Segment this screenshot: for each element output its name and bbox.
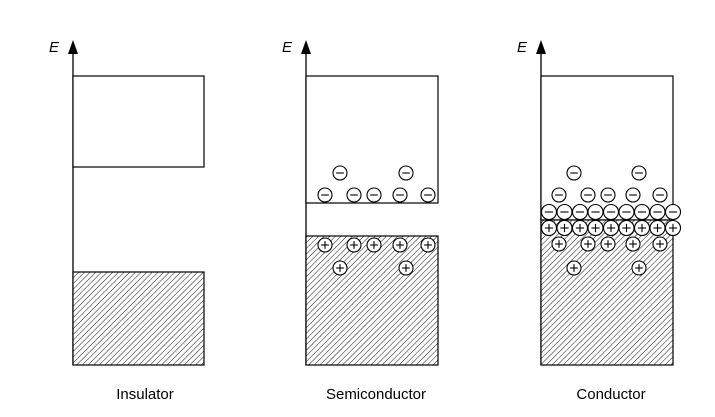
electron-icon xyxy=(346,187,362,203)
hole-icon xyxy=(551,236,567,252)
hole-icon xyxy=(540,219,558,237)
electron-icon xyxy=(625,187,641,203)
electron-icon xyxy=(631,165,647,181)
valence-band xyxy=(72,271,205,366)
electron-icon xyxy=(580,187,596,203)
axis-arrow-icon xyxy=(68,40,78,54)
electron-icon xyxy=(398,165,414,181)
electron-icon xyxy=(317,187,333,203)
valence-band xyxy=(305,235,439,366)
panel-conductor: E Conductor xyxy=(517,39,682,403)
energy-axis-label: E xyxy=(517,39,528,56)
hole-icon xyxy=(664,219,682,237)
panel-semiconductor: E Semiconductor xyxy=(282,39,439,403)
energy-axis-label: E xyxy=(49,39,60,56)
hole-icon xyxy=(346,237,362,253)
electron-icon xyxy=(420,187,436,203)
conduction-band xyxy=(305,75,439,204)
hole-icon xyxy=(332,260,348,276)
electron-icon xyxy=(556,203,573,221)
hole-icon xyxy=(600,236,616,252)
hole-icon xyxy=(580,236,596,252)
hole-icon xyxy=(625,236,641,252)
hole-icon xyxy=(602,219,620,237)
electron-icon xyxy=(392,187,408,203)
hole-icon xyxy=(618,219,635,237)
hole-icon xyxy=(398,260,414,276)
axis-arrow-icon xyxy=(536,40,546,54)
hole-icon xyxy=(633,219,651,237)
electron-icon xyxy=(633,203,651,221)
hole-icon xyxy=(587,219,604,237)
electron-icon xyxy=(600,187,616,203)
hole-icon xyxy=(566,260,582,276)
electron-icon xyxy=(587,203,604,221)
hole-icon xyxy=(317,237,333,253)
conduction-band xyxy=(72,75,205,168)
electron-icon xyxy=(551,187,567,203)
caption-conductor: Conductor xyxy=(576,386,645,403)
hole-icon xyxy=(366,237,382,253)
panel-insulator: E Insulator xyxy=(49,39,205,403)
electron-icon xyxy=(649,203,666,221)
electron-icon xyxy=(571,203,589,221)
hole-icon xyxy=(649,219,666,237)
electron-icon xyxy=(652,187,668,203)
hole-icon xyxy=(392,237,408,253)
electron-icon xyxy=(618,203,635,221)
hole-icon xyxy=(556,219,573,237)
hole-icon xyxy=(571,219,589,237)
energy-axis-label: E xyxy=(282,39,293,56)
hole-icon xyxy=(631,260,647,276)
caption-insulator: Insulator xyxy=(116,386,174,403)
axis-arrow-icon xyxy=(301,40,311,54)
electron-icon xyxy=(332,165,348,181)
carriers-semiconductor xyxy=(317,165,436,276)
hole-icon xyxy=(652,236,668,252)
carriers-conductor xyxy=(540,165,682,276)
electron-icon xyxy=(566,165,582,181)
electron-icon xyxy=(540,203,558,221)
caption-semiconductor: Semiconductor xyxy=(326,386,426,403)
electron-icon xyxy=(602,203,620,221)
electron-icon xyxy=(664,203,682,221)
hole-icon xyxy=(420,237,436,253)
electron-icon xyxy=(366,187,382,203)
